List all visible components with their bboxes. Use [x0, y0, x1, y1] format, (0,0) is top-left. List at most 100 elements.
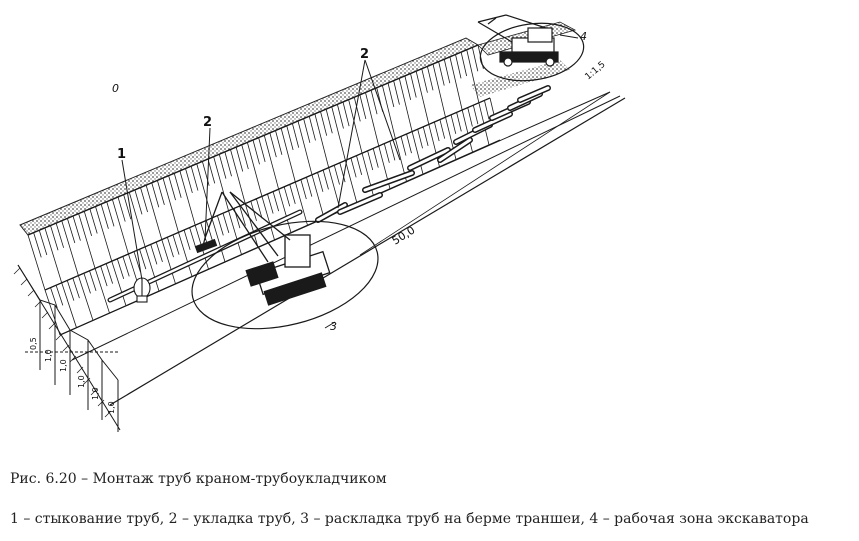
hatch-line	[33, 232, 42, 258]
hatch-line	[20, 278, 28, 286]
hatch-line	[77, 275, 94, 321]
hatch-line	[272, 191, 280, 212]
hatch-line	[66, 280, 75, 301]
label-laying-top: 2	[360, 47, 369, 62]
hatch-line	[255, 198, 263, 219]
hatch-line	[230, 149, 246, 204]
hatch-line	[484, 100, 490, 120]
hatch-line	[421, 68, 428, 93]
hatch-line	[348, 99, 363, 154]
hatch-line	[471, 47, 479, 72]
hatch-line	[122, 256, 130, 277]
hatch-line	[183, 229, 191, 250]
pipe-section-inner	[408, 148, 450, 170]
hatch-line	[235, 147, 244, 172]
hatch-line	[344, 160, 358, 204]
hatch-line	[320, 111, 328, 136]
hatch-line	[41, 311, 49, 319]
hatch-line	[472, 105, 479, 125]
pipe-joint-icon	[133, 277, 151, 303]
pipe-section-inner	[363, 171, 414, 192]
hatch-line	[322, 169, 329, 190]
excavator-icon	[477, 14, 559, 67]
hatch-line	[439, 119, 446, 139]
depth-mark: 1,0	[77, 375, 86, 388]
hatch-line	[34, 300, 42, 308]
hatch-line	[207, 158, 216, 184]
pipe-section-inner	[438, 138, 472, 162]
hatch-line	[325, 109, 333, 134]
hatch-line	[111, 199, 129, 255]
hatch-line	[314, 113, 330, 168]
hatch-line	[244, 203, 259, 248]
hatch-line	[97, 399, 105, 407]
hatch-line	[222, 213, 230, 234]
hatch-line	[55, 223, 65, 248]
soil-strip-near-excavator	[470, 60, 570, 97]
hatch-line	[178, 232, 193, 277]
hatch-line	[415, 71, 430, 125]
pipes-on-berm	[315, 85, 551, 223]
hatch-line	[422, 126, 429, 147]
hatch-line	[89, 208, 98, 234]
hatch-line	[179, 170, 196, 226]
depth-mark: 1,0	[59, 359, 68, 372]
hatch-line	[90, 388, 98, 396]
hatch-line	[100, 265, 108, 287]
hatch-line	[27, 289, 35, 297]
hatch-line	[383, 143, 390, 163]
label-distance: 50,0	[390, 224, 418, 248]
hatch-line	[372, 148, 379, 168]
cross-section	[17, 264, 121, 432]
hatch-line	[173, 173, 182, 198]
distance-dimension-line	[359, 91, 611, 256]
hatch-line	[111, 261, 127, 306]
label-joint: 1	[117, 147, 126, 162]
hatch-line	[283, 186, 291, 207]
hatch-line	[433, 121, 440, 142]
hatch-line	[387, 82, 395, 108]
hatch-line	[467, 107, 473, 127]
hatch-line	[311, 174, 325, 219]
hatch-line	[189, 227, 197, 248]
hatch-line	[389, 141, 396, 161]
hatch-line	[104, 410, 112, 418]
hatch-line	[172, 234, 180, 255]
hatch-line	[185, 168, 193, 194]
hatch-line	[123, 194, 132, 220]
hatch-line	[411, 131, 424, 175]
hatch-line	[61, 282, 77, 328]
hatch-line	[155, 241, 163, 263]
cross-section-ground-hatching	[13, 267, 112, 418]
trench-middle-wall-hatching	[44, 97, 495, 336]
hatch-line	[286, 125, 294, 151]
hatch-line	[94, 268, 110, 314]
hatch-line	[151, 182, 160, 208]
hatch-line	[342, 101, 350, 127]
label-zone-1: 3	[330, 320, 337, 333]
label-slope: 1:1,5	[584, 60, 608, 82]
hatch-line	[116, 258, 125, 279]
pipe-section-inner	[316, 203, 347, 222]
figure-caption: Рис. 6.20 – Монтаж труб краном-трубоукла…	[10, 471, 387, 487]
hatch-line	[83, 273, 91, 294]
hatch-line	[168, 175, 176, 201]
hatch-line	[78, 213, 96, 269]
hatch-line	[224, 151, 232, 177]
hatch-line	[449, 56, 463, 111]
hatch-line	[228, 210, 242, 255]
hatch-line	[370, 90, 378, 115]
hatch-line	[50, 225, 59, 251]
hatch-line	[336, 104, 344, 129]
hatch-line	[61, 220, 79, 276]
hatch-line	[190, 166, 199, 191]
hatch-line	[66, 218, 76, 244]
hatch-line	[239, 205, 246, 226]
hatch-line	[456, 112, 462, 132]
hatch-line	[455, 54, 462, 79]
hatch-line	[460, 52, 467, 77]
hatch-line	[200, 222, 208, 243]
hatch-line	[13, 267, 21, 275]
hatch-line	[438, 61, 445, 86]
hatch-line	[417, 129, 423, 149]
